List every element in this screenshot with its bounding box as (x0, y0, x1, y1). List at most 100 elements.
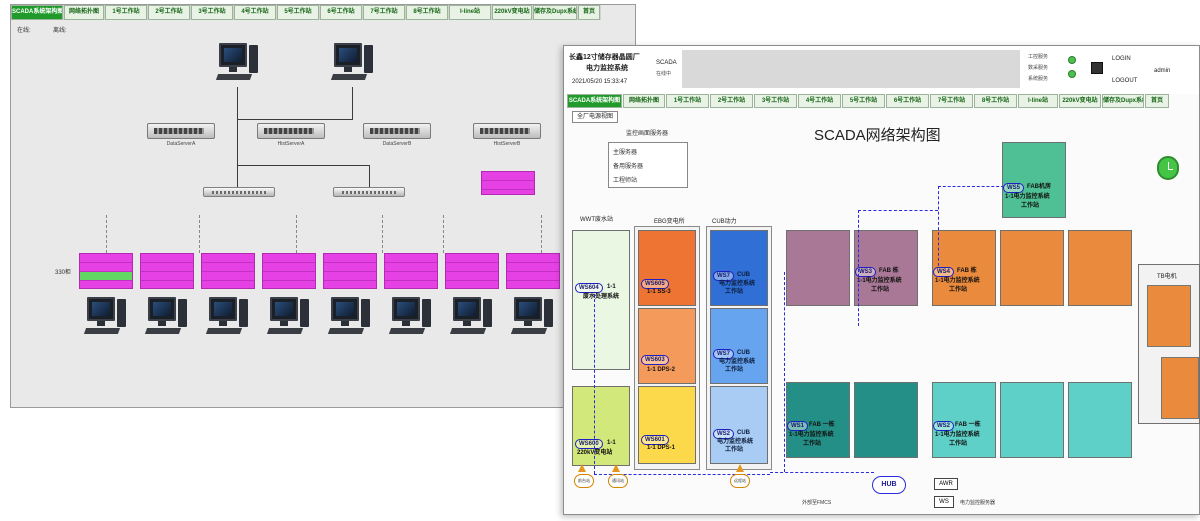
back-tab-ws8[interactable]: 8号工作站 (406, 5, 448, 20)
ws-fab-top-desc2: 1-1电力监控系统 (1005, 194, 1050, 200)
plant-power-view-button[interactable]: 全厂电源视图 (572, 111, 618, 123)
workstation-7[interactable] (449, 297, 492, 339)
ws-cub1-badge[interactable]: WS7 (713, 271, 735, 281)
back-tab-ws3[interactable]: 3号工作站 (191, 5, 233, 20)
back-tab-home[interactable]: 首页 (578, 5, 600, 20)
workstation-3[interactable] (205, 297, 248, 339)
cub-panel-2[interactable]: WS7 CUB 电力监控系统 工作站 (710, 308, 768, 384)
logout-button[interactable]: LOGOUT (1112, 78, 1138, 84)
rack-box-3[interactable] (201, 253, 255, 289)
tab-scada-architecture[interactable]: SCADA系统架构图 (567, 94, 622, 108)
ebg-ss3-panel[interactable]: WS605 1-1 SS-3 (638, 230, 696, 306)
fab-block-9[interactable] (1000, 382, 1064, 458)
data-server-a[interactable] (147, 123, 215, 139)
tab-ws2[interactable]: 2号工作站 (710, 94, 753, 108)
comm-station-node[interactable]: 通讯站 (608, 474, 628, 488)
ws-ebg3-badge[interactable]: WS601 (641, 435, 669, 445)
back-tab-iline[interactable]: I-line站 (449, 5, 491, 20)
ws-ebg1-badge[interactable]: WS605 (641, 279, 669, 289)
fab-block-5[interactable] (1068, 230, 1132, 306)
rack-box-7[interactable] (445, 253, 499, 289)
data-server-b[interactable] (363, 123, 431, 139)
tab-storage[interactable]: 储存及Dupx系统 (1102, 94, 1144, 108)
hist-server-b[interactable] (473, 123, 541, 139)
ebg-dps1-panel[interactable]: WS601 1-1 DPS-1 (638, 386, 696, 464)
hist-server-a[interactable] (257, 123, 325, 139)
workstation-5[interactable] (327, 297, 370, 339)
rack-box-1[interactable] (79, 253, 133, 289)
hub-node[interactable]: HUB (872, 476, 906, 494)
tab-ws6[interactable]: 6号工作站 (886, 94, 929, 108)
tab-ws4[interactable]: 4号工作站 (798, 94, 841, 108)
ws-fab5-badge[interactable]: WS2 (933, 421, 955, 431)
tab-ws5[interactable]: 5号工作站 (842, 94, 885, 108)
ws-cub3-badge[interactable]: WS2 (713, 429, 735, 439)
ws-220-badge[interactable]: WS600 (575, 439, 603, 449)
fab-block-8[interactable]: WS2 FAB 一栋 1-1电力监控系统 工作站 (932, 382, 996, 458)
awr-node[interactable]: AWR (934, 478, 958, 490)
ws-cub2-badge[interactable]: WS7 (713, 349, 735, 359)
back-tab-network[interactable]: 网络拓扑图 (64, 5, 104, 20)
back-tab-ws2[interactable]: 2号工作站 (148, 5, 190, 20)
fab-block-2[interactable]: WS3 FAB 栋 1-1电力监控系统 工作站 (854, 230, 918, 306)
tb-block-1[interactable] (1147, 285, 1191, 347)
back-tab-scada[interactable]: SCADA系统架构图 (11, 5, 63, 20)
back-tab-ws7[interactable]: 7号工作站 (363, 5, 405, 20)
tab-network-topology[interactable]: 网络拓扑图 (623, 94, 665, 108)
cub-panel-3[interactable]: WS2 CUB 电力监控系统 工作站 (710, 386, 768, 464)
fab-block-6[interactable]: WS1 FAB 一栋 1-1电力监控系统 工作站 (786, 382, 850, 458)
server-list-item-3[interactable]: 工程师站 (613, 178, 638, 184)
network-switch-a[interactable] (203, 187, 275, 197)
back-tab-storage[interactable]: 储存及Dupx系统 (533, 5, 577, 20)
rack-box-5[interactable] (323, 253, 377, 289)
rack-box-4[interactable] (262, 253, 316, 289)
ws-fab4-badge[interactable]: WS1 (787, 421, 809, 431)
tab-ws3[interactable]: 3号工作站 (754, 94, 797, 108)
tab-ws8[interactable]: 8号工作站 (974, 94, 1017, 108)
workstation-1[interactable] (83, 297, 126, 339)
ws-ebg2-badge[interactable]: WS603 (641, 355, 669, 365)
back-tab-ws1[interactable]: 1号工作站 (105, 5, 147, 20)
fab-server-room-panel[interactable]: WS5 FAB机房 1-1电力监控系统 工作站 (1002, 142, 1066, 218)
fab-block-7[interactable] (854, 382, 918, 458)
ws-fab2-badge[interactable]: WS3 (855, 267, 877, 277)
fab-block-1[interactable] (786, 230, 850, 306)
ws-fab3-badge[interactable]: WS4 (933, 267, 955, 277)
tb-block-2[interactable] (1161, 357, 1199, 419)
ebg-dps2-panel[interactable]: WS603 1-1 DPS-2 (638, 308, 696, 384)
fab-block-10[interactable] (1068, 382, 1132, 458)
substation-220kv-panel[interactable]: WS600 1-1 220kV变电站 (572, 386, 630, 466)
rack-box-2[interactable] (140, 253, 194, 289)
ws-wwt-badge[interactable]: WS604 (575, 283, 603, 293)
workstation-2[interactable] (144, 297, 187, 339)
rack-box-8[interactable] (506, 253, 560, 289)
tab-home[interactable]: 首页 (1145, 94, 1169, 108)
back-tab-ws6[interactable]: 6号工作站 (320, 5, 362, 20)
workstation-4[interactable] (266, 297, 309, 339)
ws-bottom-node[interactable]: WS (934, 496, 954, 508)
workstation-6[interactable] (388, 297, 431, 339)
server-list-item-1[interactable]: 主服务器 (613, 150, 638, 156)
network-switch-b[interactable] (333, 187, 405, 197)
ws-fab-top-badge[interactable]: WS5 (1003, 183, 1025, 193)
back-tab-ws4[interactable]: 4号工作站 (234, 5, 276, 20)
rack-box-6[interactable] (384, 253, 438, 289)
back-tab-220kv[interactable]: 220kV变电站 (492, 5, 532, 20)
fab-block-3[interactable]: WS4 FAB 栋 1-1电力监控系统 工作站 (932, 230, 996, 306)
server-list-item-2[interactable]: 备用服务器 (613, 164, 644, 170)
back-tab-ws5[interactable]: 5号工作站 (277, 5, 319, 20)
top-workstation-left[interactable] (215, 43, 258, 85)
tab-ws1[interactable]: 1号工作站 (666, 94, 709, 108)
tab-220kv[interactable]: 220kV变电站 (1059, 94, 1101, 108)
login-button[interactable]: LOGIN (1112, 56, 1131, 62)
fab-block-4[interactable] (1000, 230, 1064, 306)
remote-station-node[interactable]: 远程站 (730, 474, 750, 488)
standalone-device-box[interactable] (481, 171, 535, 195)
cub-panel-1[interactable]: WS7 CUB 电力监控系统 工作站 (710, 230, 768, 306)
workstation-8[interactable] (510, 297, 553, 339)
tab-ws7[interactable]: 7号工作站 (930, 94, 973, 108)
top-workstation-right[interactable] (330, 43, 373, 85)
front-station-node[interactable]: 前台站 (574, 474, 594, 488)
wwt-panel[interactable]: WS604 1-1 废水处理系统 (572, 230, 630, 370)
tab-iline[interactable]: I-line站 (1018, 94, 1058, 108)
